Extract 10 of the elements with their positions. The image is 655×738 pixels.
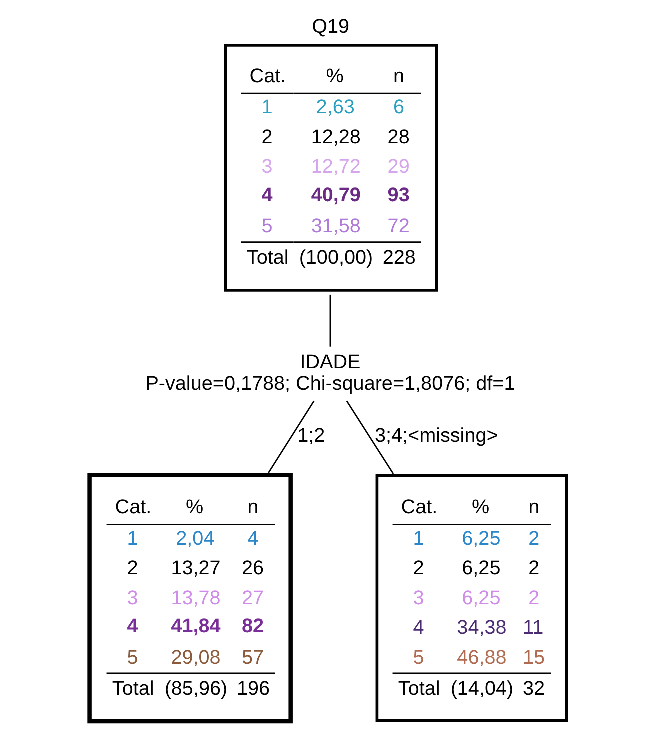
node-text: IDADE P-value=0,1788; Chi-square=1,8076; df=1 [145,352,515,395]
node-box: Cat. % n 1 6,25 2 2 6,25 2 3 6,25 2 4 34,38 11 5 46,88 15 Total (14,04) 32 [375,474,568,722]
connector [268,400,314,474]
connector [346,400,394,474]
edge-label: 1;2 [297,425,325,448]
node-label: Q19 [312,16,350,38]
connector [329,294,331,347]
node-box: Cat. % n 1 2,04 4 2 13,27 26 3 13,78 27 4 41,84 82 5 29,08 57 Total (85,96) 196 [87,473,292,724]
node-box: Cat. % n 1 2,63 6 2 12,28 28 3 12,72 29 4 40,79 93 5 31,58 72 Total (100,00) 228 [224,44,438,292]
edge-label: 3;4;<missing> [374,425,498,448]
